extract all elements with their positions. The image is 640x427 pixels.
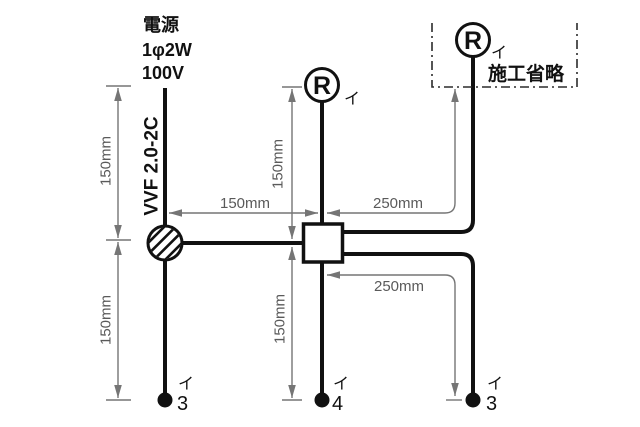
dimension-box-to-right [327, 271, 459, 396]
power-phase-label: 1φ2W [142, 40, 192, 60]
terminal-dot-left [157, 392, 173, 408]
lamp-receptacle-letter: R [313, 72, 331, 100]
terminal-circuit-left: イ [178, 376, 194, 393]
omitted-section-box [431, 23, 578, 88]
dimension-label-left-upper: 150mm [98, 136, 115, 186]
right-lower-wire [343, 252, 475, 400]
cable-type-label: VVF 2.0-2C [142, 116, 163, 216]
terminal-number-center: 4 [332, 393, 343, 415]
power-source-label: 電源 [143, 14, 179, 35]
dimension-label-center-lower: 150mm [272, 294, 289, 344]
right-upper-wire [343, 57, 475, 234]
terminal-dot-right [465, 392, 481, 408]
terminal-dot-center [314, 392, 330, 408]
dimension-label-left-lower: 150mm [98, 295, 115, 345]
outlet-box-symbol [301, 222, 345, 264]
omitted-section-label: 施工省略 [488, 62, 565, 85]
terminal-number-left: 3 [177, 393, 188, 415]
terminal-number-right: 3 [486, 393, 497, 415]
dimension-label-box-to-omitted: 250mm [373, 195, 423, 212]
circuit-mark: イ [344, 91, 360, 108]
dimension-label-source-to-box: 150mm [220, 195, 270, 212]
dimension-label-box-to-right: 250mm [374, 278, 424, 295]
lamp-receptacle-omitted: R イ [455, 22, 507, 62]
circuit-mark: イ [491, 45, 507, 62]
lamp-receptacle-letter: R [464, 27, 482, 55]
terminal-circuit-center: イ [333, 376, 349, 393]
joint-box-hatch [149, 227, 181, 259]
lamp-receptacle-center: R イ [304, 67, 360, 108]
dimension-box-to-omitted [327, 89, 459, 217]
dimension-label-center-upper: 150mm [270, 139, 287, 189]
vvf-joint-box-symbol [146, 224, 184, 262]
power-voltage-label: 100V [142, 63, 184, 83]
terminal-circuit-right: イ [487, 376, 503, 393]
